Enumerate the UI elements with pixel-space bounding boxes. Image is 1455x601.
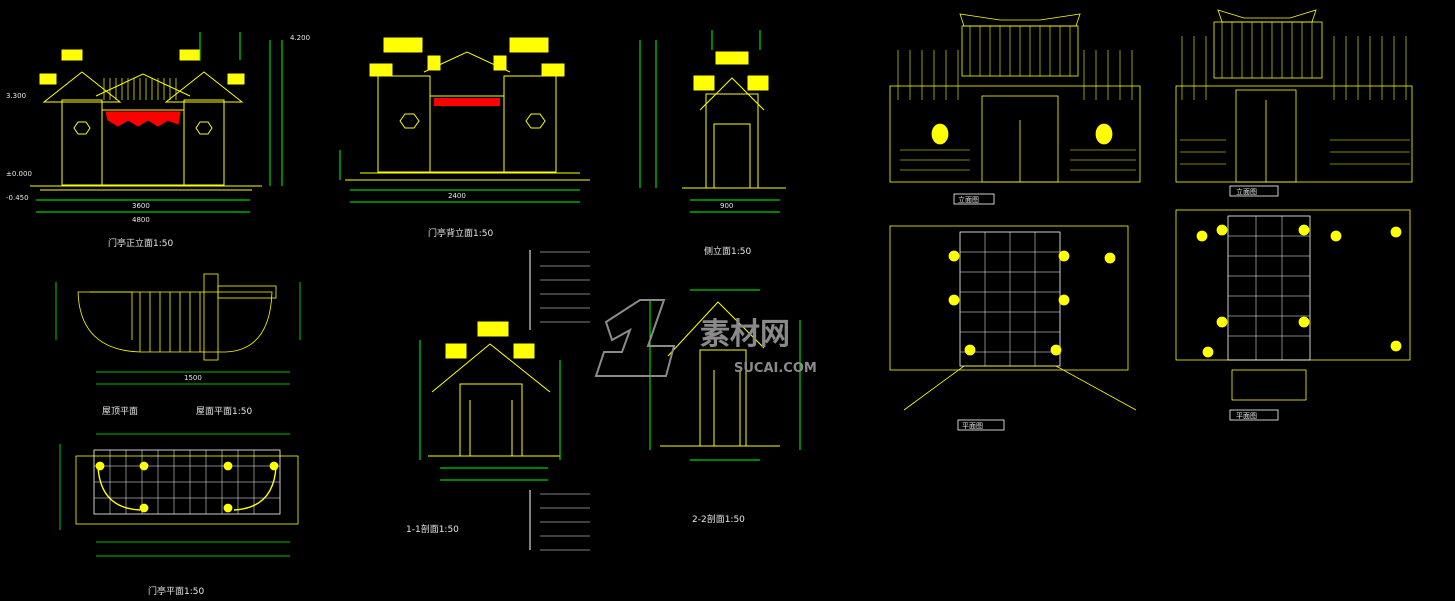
floor-plan-title: 门亭平面1:50 xyxy=(148,585,204,597)
front-red-lintel xyxy=(105,111,181,127)
gate-elevation-b-title: 立面图 xyxy=(1236,187,1257,196)
floor-plan xyxy=(59,433,299,557)
dimension-text: 2400 xyxy=(448,192,466,200)
dimension-text: 3600 xyxy=(132,202,150,210)
rear-elevation-title: 门亭背立面1:50 xyxy=(428,227,493,239)
front-elevation xyxy=(30,32,283,213)
front-elevation-title: 门亭正立面1:50 xyxy=(108,237,173,249)
watermark: 素材网 SUCAI.COM xyxy=(594,299,817,377)
gate-plan-a-title: 平面图 xyxy=(962,422,983,430)
section-1-1 xyxy=(419,250,561,550)
gate-elevation-a-title: 立面图 xyxy=(958,195,979,204)
level-mark: ±0.000 xyxy=(6,170,32,178)
side-elevation-title: 侧立面1:50 xyxy=(704,245,751,257)
gate-plan-a xyxy=(889,225,1137,431)
rear-red-lintel xyxy=(434,98,500,106)
level-mark: -0.450 xyxy=(6,194,29,202)
watermark-text-cn: 素材网 xyxy=(700,317,790,352)
level-mark: 4.200 xyxy=(290,34,310,42)
roof-plan-label-b: 屋面平面1:50 xyxy=(196,406,252,417)
section-1-title: 1-1剖面1:50 xyxy=(406,523,459,535)
side-elevation xyxy=(639,30,786,213)
watermark-text-en: SUCAI.COM xyxy=(734,361,817,376)
dimension-text: 1500 xyxy=(184,374,202,382)
dimension-text: 900 xyxy=(720,202,733,210)
gate-elevation-b xyxy=(1175,9,1413,197)
roof-plan-label-a: 屋顶平面 xyxy=(102,406,138,417)
gate-elevation-a xyxy=(889,13,1141,205)
watermark-logo-icon xyxy=(594,299,676,377)
rear-elevation xyxy=(339,37,590,203)
section-2-title: 2-2剖面1:50 xyxy=(692,513,745,525)
gate-plan-b xyxy=(1175,209,1411,421)
dimension-text: 4800 xyxy=(132,216,150,224)
level-mark: 3.300 xyxy=(6,92,26,100)
roof-plan xyxy=(55,273,301,385)
gate-plan-b-title: 平面图 xyxy=(1236,412,1257,420)
section-1-1-notes xyxy=(540,251,590,551)
